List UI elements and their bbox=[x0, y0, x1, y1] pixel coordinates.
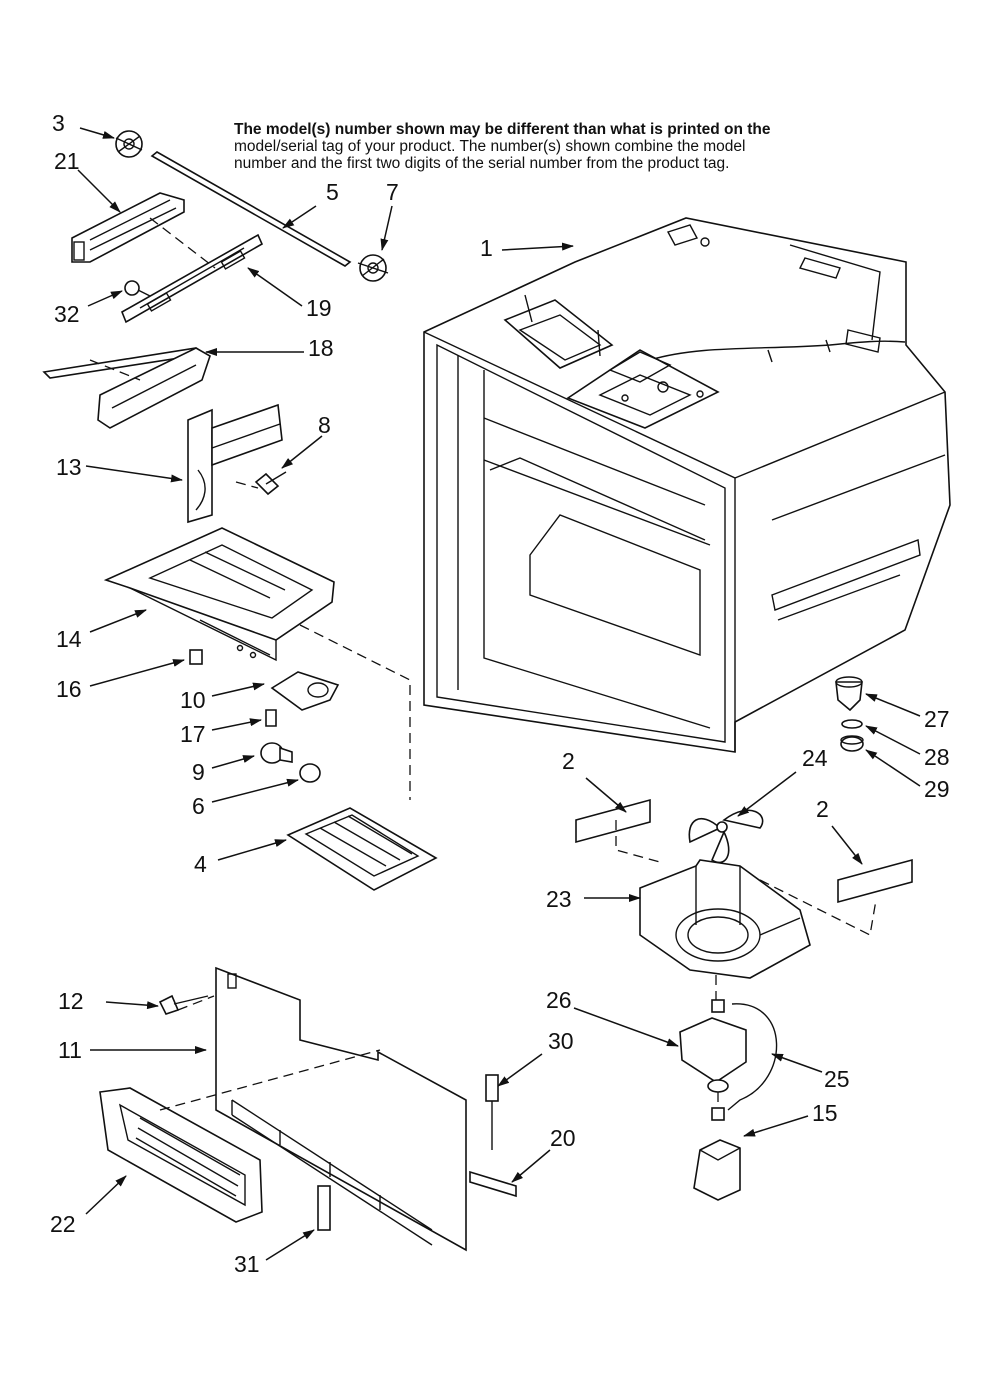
callout-22: 22 bbox=[50, 1211, 76, 1237]
part-28-washer bbox=[841, 719, 863, 729]
part-26-fan-motor bbox=[679, 999, 747, 1093]
callout-2-right: 2 bbox=[816, 796, 829, 822]
note-line-2: model/serial tag of your product. The nu… bbox=[234, 138, 746, 155]
callout-27: 27 bbox=[924, 706, 950, 732]
alignment-lines bbox=[89, 217, 877, 1111]
callout-6: 6 bbox=[192, 793, 205, 819]
part-2-seal-pad-right bbox=[837, 858, 913, 904]
callout-14: 14 bbox=[56, 626, 82, 652]
part-31-clip bbox=[317, 1185, 331, 1231]
callout-8: 8 bbox=[318, 412, 331, 438]
part-25-wire-harness bbox=[727, 1003, 778, 1111]
callout-5: 5 bbox=[326, 179, 339, 205]
model-number-note: The model(s) number shown may be differe… bbox=[234, 121, 874, 172]
callout-23: 23 bbox=[546, 886, 572, 912]
callout-25: 25 bbox=[824, 1066, 850, 1092]
callout-7: 7 bbox=[386, 179, 399, 205]
part-13-bracket bbox=[187, 403, 283, 524]
part-15-motor-bracket bbox=[693, 1107, 741, 1201]
callout-30: 30 bbox=[548, 1028, 574, 1054]
part-14-light-housing bbox=[103, 527, 335, 662]
part-24-fan-blade bbox=[688, 809, 764, 864]
note-line-1: The model(s) number shown may be differe… bbox=[234, 121, 771, 138]
part-20-seal-strip bbox=[469, 1170, 517, 1198]
part-17-screw bbox=[265, 709, 277, 727]
callout-19: 19 bbox=[306, 295, 332, 321]
part-6-lamp-cap bbox=[299, 763, 321, 783]
note-line-3: number and the first two digits of the s… bbox=[234, 155, 730, 172]
part-1-freezer-liner bbox=[423, 217, 951, 753]
callout-4: 4 bbox=[194, 851, 207, 877]
callout-24: 24 bbox=[802, 745, 828, 771]
callout-20: 20 bbox=[550, 1125, 576, 1151]
part-8-screw bbox=[254, 471, 287, 496]
callout-13: 13 bbox=[56, 454, 82, 480]
part-9-light-bulb bbox=[260, 742, 293, 764]
callout-11: 11 bbox=[58, 1037, 82, 1063]
part-3-gear bbox=[115, 130, 143, 158]
callout-1: 1 bbox=[480, 235, 493, 261]
part-21-rail-bracket bbox=[71, 192, 185, 263]
part-16-clip bbox=[189, 649, 203, 665]
callout-29: 29 bbox=[924, 776, 950, 802]
callout-9: 9 bbox=[192, 759, 205, 785]
callout-17: 17 bbox=[180, 721, 206, 747]
part-2-seal-pad-left bbox=[575, 798, 651, 844]
callout-21: 21 bbox=[54, 148, 80, 174]
callout-10: 10 bbox=[180, 687, 206, 713]
callout-18: 18 bbox=[308, 335, 334, 361]
part-22-grille bbox=[99, 1087, 263, 1223]
callout-16: 16 bbox=[56, 676, 82, 702]
part-11-cover-panel bbox=[215, 966, 467, 1252]
part-23-fan-shroud bbox=[639, 859, 811, 979]
callout-labels: 3 21 5 7 1 32 19 18 8 13 14 16 10 17 9 6… bbox=[50, 110, 950, 1277]
part-7-gear bbox=[357, 254, 389, 282]
callout-12: 12 bbox=[58, 988, 84, 1014]
part-29-spacer bbox=[840, 735, 864, 752]
part-5-shaft bbox=[150, 151, 352, 267]
part-12-screw bbox=[158, 994, 209, 1015]
part-19-slide-rail bbox=[120, 233, 264, 324]
callout-15: 15 bbox=[812, 1100, 838, 1126]
callout-26: 26 bbox=[546, 987, 572, 1013]
part-10-lamp-socket bbox=[270, 671, 340, 711]
part-18-rail bbox=[42, 347, 211, 429]
part-30-sensor bbox=[485, 1074, 499, 1150]
part-32-screw bbox=[124, 280, 151, 297]
callout-2-left: 2 bbox=[562, 748, 575, 774]
callout-28: 28 bbox=[924, 744, 950, 770]
callout-3: 3 bbox=[52, 110, 65, 136]
callout-leaders bbox=[77, 127, 921, 1261]
part-27-grommet bbox=[835, 676, 863, 712]
callout-31: 31 bbox=[234, 1251, 260, 1277]
callout-32: 32 bbox=[54, 301, 80, 327]
part-4-light-shield bbox=[286, 807, 438, 891]
